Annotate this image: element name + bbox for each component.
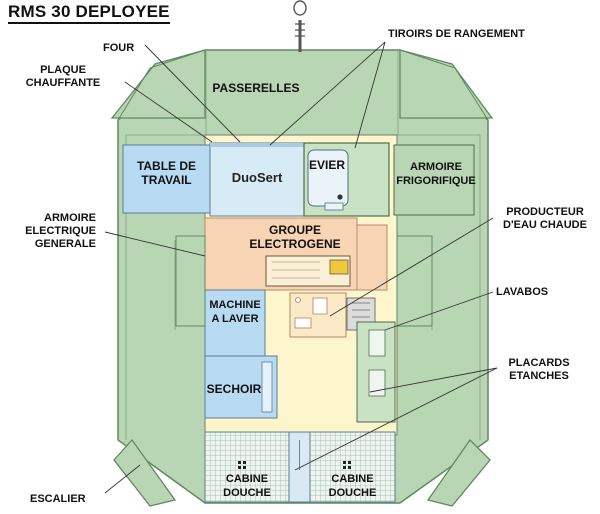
stair-wing-right (426, 438, 491, 507)
work-table (122, 144, 211, 214)
label-producteur-line1: PRODUCTEUR (506, 206, 584, 218)
room-machine-line2: A LAVER (211, 313, 259, 325)
room-table-line1: TABLE DE (136, 159, 197, 173)
room-frigo-line1: ARMOIRE (410, 161, 462, 173)
room-groupe-line1: GROUPE (268, 223, 321, 237)
room-machine-a-laver: MACHINE A LAVER (205, 298, 265, 326)
room-evier: EVIER (308, 158, 345, 172)
shower-cabin-left (204, 431, 290, 503)
label-placards-line2: ETANCHES (509, 370, 569, 382)
walkway-wing-top-right (399, 49, 494, 119)
shower-cabin-right (309, 431, 396, 503)
room-machine-line1: MACHINE (209, 299, 261, 311)
room-cabine-left-line1: CABINE (225, 473, 269, 485)
room-groupe-line2: ELECTROGENE (249, 237, 341, 251)
antenna-icon (293, 0, 307, 52)
room-sechoir: SECHOIR (206, 382, 262, 396)
room-table-de-travail: TABLE DE TRAVAIL (123, 159, 210, 187)
room-armoire-frigorifique: ARMOIRE FRIGORIFIQUE (392, 160, 480, 188)
fridge-cabinet (393, 144, 475, 216)
room-cabine-douche-right: CABINE DOUCHE (310, 472, 395, 500)
label-plaque-chauffante: PLAQUE CHAUFFANTE (8, 64, 118, 90)
room-passerelles: PASSERELLES (212, 81, 300, 95)
label-armoire-electrique: ARMOIRE ELECTRIQUE GENERALE (8, 212, 96, 251)
label-placards-line1: PLACARDS (508, 357, 570, 369)
label-armoire-line2: ELECTRIQUE (25, 225, 96, 237)
label-armoire-line3: GENERALE (34, 238, 96, 250)
room-cabine-left-line2: DOUCHE (223, 487, 271, 499)
stair-wing-left (113, 438, 177, 507)
label-four: FOUR (103, 42, 135, 54)
label-placards: PLACARDS ETANCHES (496, 357, 582, 383)
room-groupe-electrogene: GROUPE ELECTROGENE (240, 223, 350, 251)
room-cabine-right-line2: DOUCHE (328, 487, 377, 499)
label-lavabos: LAVABOS (496, 286, 549, 298)
page-title: RMS 30 DEPLOYEE (8, 2, 170, 24)
room-frigo-line2: FRIGORIFIQUE (396, 175, 476, 187)
label-armoire-line1: ARMOIRE (44, 212, 96, 224)
duosert-logo: DuoSert (231, 170, 283, 185)
room-cabine-right-line1: CABINE (331, 473, 374, 485)
label-tiroirs: TIROIRS DE RANGEMENT (388, 28, 525, 40)
washing-machine (204, 289, 266, 357)
room-table-line2: TRAVAIL (141, 173, 192, 187)
label-plaque-line2: CHAUFFANTE (25, 77, 101, 89)
label-producteur-line2: D'EAU CHAUDE (503, 219, 587, 231)
label-plaque-line1: PLAQUE (40, 64, 86, 76)
room-cabine-douche-left: CABINE DOUCHE (205, 472, 289, 500)
label-escalier: ESCALIER (30, 493, 86, 505)
label-producteur: PRODUCTEUR D'EAU CHAUDE (490, 206, 600, 232)
